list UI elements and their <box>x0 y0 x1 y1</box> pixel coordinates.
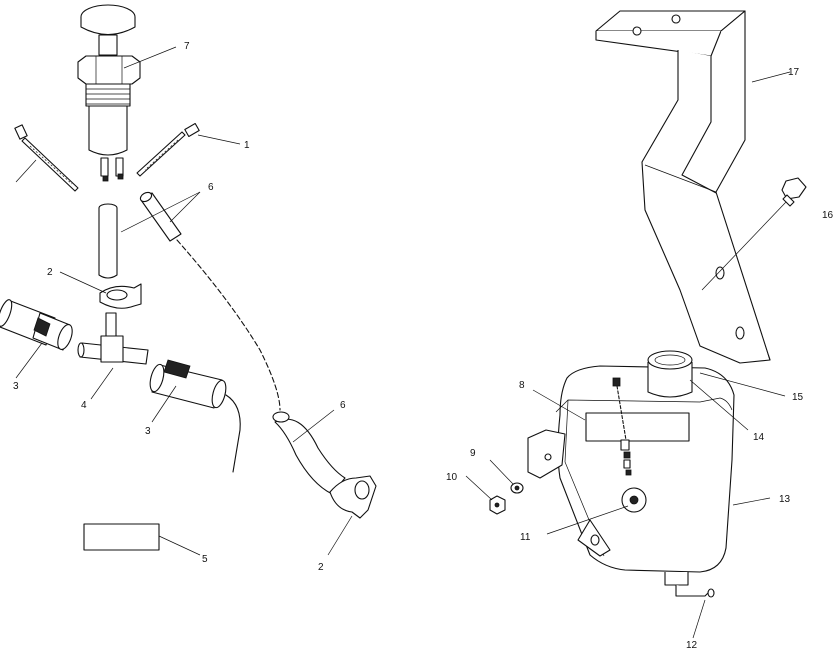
hose-long-icon <box>139 191 346 495</box>
callout-6-upper: 6 <box>208 182 214 193</box>
callout-1: 1 <box>244 140 250 151</box>
neck-icon <box>647 350 693 398</box>
nut-icon <box>489 495 506 515</box>
callout-4: 4 <box>81 400 87 411</box>
washer-icon <box>510 482 524 494</box>
callout-3-left: 3 <box>13 381 19 392</box>
callout-2-lower: 2 <box>318 562 324 573</box>
callout-6-lower: 6 <box>340 400 346 411</box>
callout-labels: 7 1 6 2 3 4 3 6 5 2 17 16 15 14 8 13 9 1… <box>13 41 834 649</box>
primer-pump-icon <box>77 4 141 182</box>
callout-2-upper: 2 <box>47 267 53 278</box>
cable-tie-left-icon <box>14 124 79 192</box>
callout-9: 9 <box>470 448 476 459</box>
callout-14: 14 <box>753 432 765 443</box>
tee-fitting-icon <box>77 312 149 365</box>
reservoir-tank-icon <box>527 365 735 598</box>
callout-7: 7 <box>184 41 190 52</box>
hose-short-icon <box>98 203 118 279</box>
hose-clamp-upper-icon <box>99 283 142 309</box>
leader-lines <box>15 46 791 639</box>
callout-17: 17 <box>788 67 800 78</box>
grommet-icon <box>621 487 647 513</box>
callout-8: 8 <box>519 380 525 391</box>
bolt-icon <box>701 177 807 291</box>
hose-clamp-band-left-icon <box>0 299 73 351</box>
decal-icon <box>83 523 160 551</box>
callout-11: 11 <box>520 532 531 543</box>
line-fittings-icon <box>612 377 632 476</box>
callout-13: 13 <box>779 494 791 505</box>
callout-16: 16 <box>822 210 834 221</box>
cable-tie-right-icon <box>136 122 200 177</box>
callout-15: 15 <box>792 392 804 403</box>
mounting-bracket-icon <box>595 10 771 364</box>
callout-3-right: 3 <box>145 426 151 437</box>
callout-12: 12 <box>686 640 698 649</box>
hose-clamp-lower-icon <box>329 475 377 519</box>
callout-10: 10 <box>446 472 458 483</box>
callout-5: 5 <box>202 554 208 565</box>
hose-clamp-band-right-icon <box>149 359 241 473</box>
